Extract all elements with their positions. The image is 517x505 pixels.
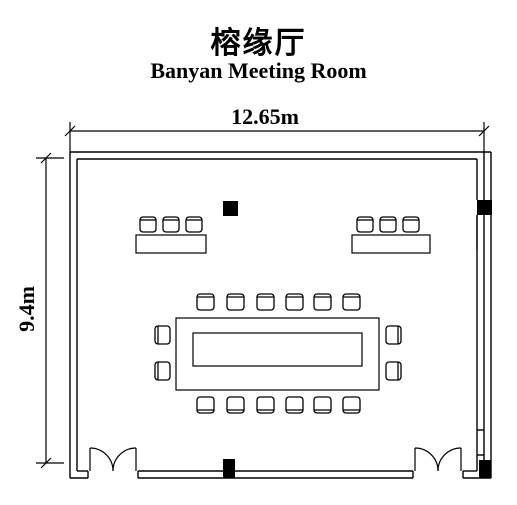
chair — [313, 396, 332, 414]
chair — [185, 216, 203, 233]
chair — [196, 293, 215, 311]
chair — [385, 361, 402, 381]
width-dimension-line — [64, 122, 490, 152]
chair — [379, 216, 397, 233]
chair — [154, 361, 171, 381]
back-left-table — [135, 234, 207, 254]
height-dimension-line — [36, 152, 64, 469]
room-name-english: Banyan Meeting Room — [150, 58, 367, 83]
conference-table-center — [192, 332, 363, 367]
room-walls — [69, 151, 492, 479]
chair — [402, 216, 420, 233]
conference-table — [175, 317, 380, 391]
chair — [356, 216, 374, 233]
chair — [313, 293, 332, 311]
chair — [154, 325, 171, 345]
width-dimension-label: 12.65m — [231, 104, 299, 129]
left-double-door — [89, 447, 137, 472]
chair — [139, 216, 157, 233]
chair — [342, 396, 361, 414]
column — [223, 459, 235, 478]
room-name-chinese: 榕缘厅 — [210, 26, 307, 61]
chair — [226, 396, 245, 414]
column — [479, 460, 491, 478]
chair — [256, 293, 275, 311]
column — [477, 200, 492, 215]
chair — [342, 293, 361, 311]
chair — [385, 325, 402, 345]
right-double-door — [414, 447, 462, 472]
chair — [256, 396, 275, 414]
chair — [226, 293, 245, 311]
chair — [285, 293, 304, 311]
chair — [196, 396, 215, 414]
chair — [285, 396, 304, 414]
back-right-table — [351, 234, 431, 254]
chair — [162, 216, 180, 233]
column — [223, 201, 238, 216]
